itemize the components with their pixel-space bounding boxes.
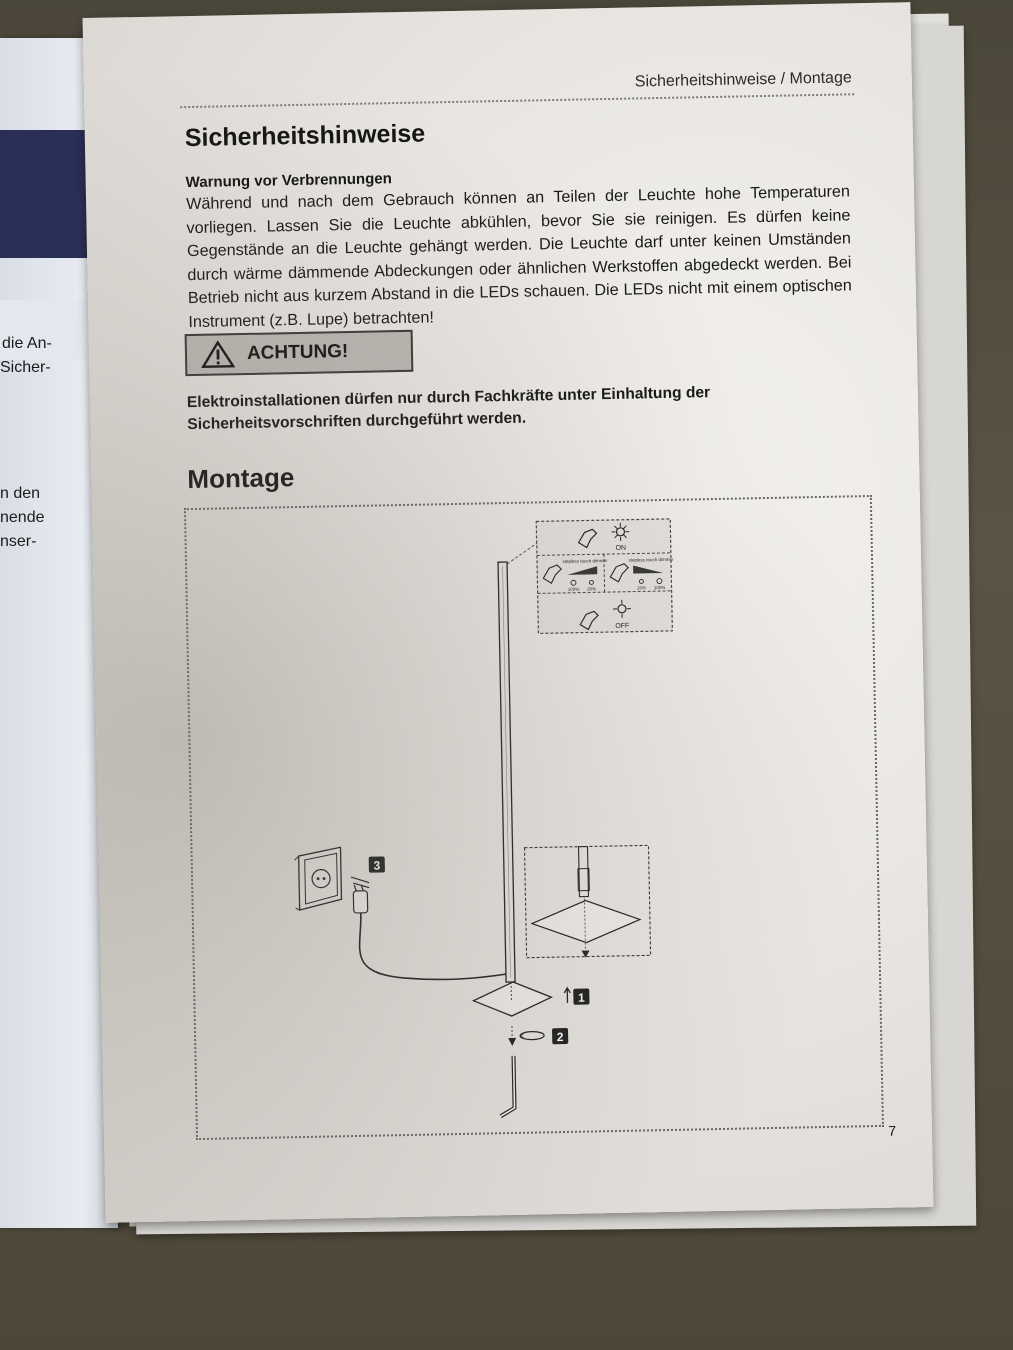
left-page-color-band <box>0 130 100 258</box>
left-page-text-fragment: nser- <box>0 533 37 550</box>
dimmer-left-pct-a: 100% <box>568 587 580 592</box>
assembly-diagram: ON stepless touch dimmer 100% 20% <box>183 494 884 1141</box>
sun-off-icon <box>612 599 631 618</box>
off-label: OFF <box>615 623 629 630</box>
page-number: 7 <box>888 1122 897 1139</box>
left-page-text-fragment: Sicher- <box>0 359 51 376</box>
warning-title: Warnung vor Verbrennungen <box>185 170 392 192</box>
section-title-safety: Sicherheitshinweise <box>184 119 426 153</box>
header-dotted-rule <box>180 93 855 109</box>
allen-key <box>499 1055 517 1118</box>
sun-on-icon <box>611 522 630 541</box>
lamp-base-plate <box>471 981 554 1017</box>
lamp-pole <box>497 561 516 983</box>
manual-page: Sicherheitshinweise / Montage Sicherheit… <box>82 2 934 1223</box>
electrical-installation-note: Elektroinstallationen dürfen nur durch F… <box>186 384 711 434</box>
assembly-illustration: ON stepless touch dimmer 100% 20% <box>294 518 674 1118</box>
touch-hand-icon <box>577 528 598 549</box>
dimmer-right-pct-a: 20% <box>637 585 646 590</box>
left-page-text-fragment: nende <box>0 509 45 526</box>
warning-text: Während und nach dem Gebrauch können an … <box>185 182 852 331</box>
achtung-label: ACHTUNG! <box>246 341 349 364</box>
left-page-light-band <box>0 300 100 360</box>
dimmer-right-label: stepless touch dimmer <box>628 557 674 563</box>
on-label: ON <box>615 545 626 552</box>
left-page-text-fragment: die An- <box>2 335 52 352</box>
wall-socket <box>294 846 343 911</box>
dimmer-left-pct-b: 20% <box>587 586 596 591</box>
screw-icon <box>508 1025 517 1046</box>
dimmer-right-pct-b: 100% <box>654 585 666 590</box>
power-cable <box>358 912 507 981</box>
touch-control-panel: ON stepless touch dimmer 100% 20% <box>535 518 674 635</box>
touch-hand-icon <box>579 610 599 631</box>
panel-pointer-line <box>506 543 537 565</box>
step-2-marker: 2 <box>552 1027 569 1045</box>
step-3-marker: 3 <box>350 856 385 889</box>
rotate-arrow-icon <box>519 1031 545 1041</box>
section-title-montage: Montage <box>187 462 295 495</box>
step-2-label: 2 <box>557 1030 564 1044</box>
step-3-label: 3 <box>373 858 380 872</box>
dimmer-right-cell: stepless touch dimmer 20% 100% <box>609 557 674 591</box>
left-page-text-fragment: n den <box>0 485 41 502</box>
base-detail-inset <box>523 844 652 959</box>
achtung-banner: ACHTUNG! <box>184 329 414 377</box>
warning-triangle-icon <box>201 340 236 369</box>
power-plug <box>352 884 369 914</box>
step-1-marker: 1 <box>563 986 590 1005</box>
dimmer-left-label: stepless touch dimmer <box>562 558 608 564</box>
step-1-label: 1 <box>578 991 585 1005</box>
dimmer-left-cell: stepless touch dimmer 100% 20% <box>542 558 608 592</box>
running-head: Sicherheitshinweise / Montage <box>634 69 852 91</box>
